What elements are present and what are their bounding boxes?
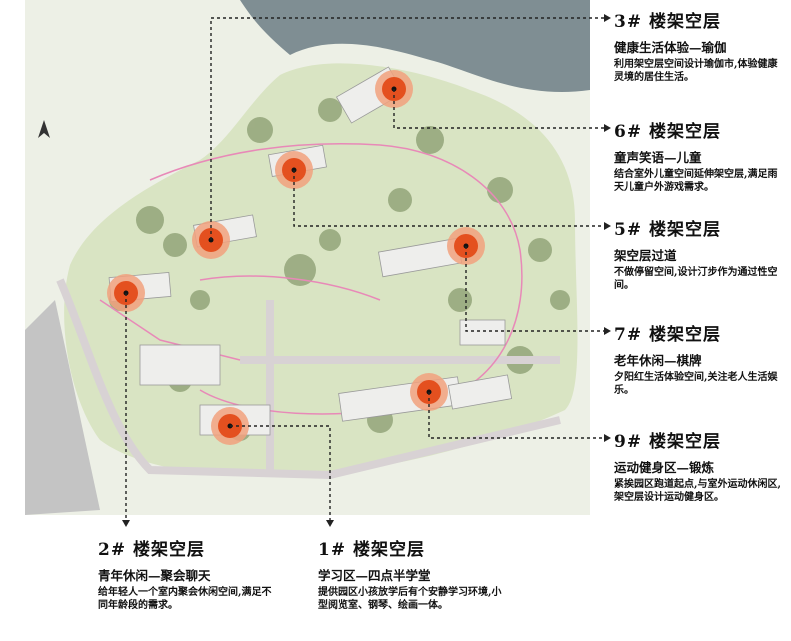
marker-3 bbox=[375, 70, 413, 108]
label-7: 7# 楼架空层 老年休闲—棋牌 夕阳红生活体验空间,关注老人生活娱乐。 bbox=[614, 320, 784, 397]
label-desc: 给年轻人一个室内聚会休闲空间,满足不同年龄段的需求。 bbox=[98, 587, 272, 611]
label-subtitle: 架空层过道 bbox=[614, 248, 677, 263]
label-title: 3# 楼架空层 bbox=[614, 12, 721, 32]
label-desc: 提供园区小孩放学后有个安静学习环境,小型阅览室、钢琴、绘画一体。 bbox=[318, 587, 502, 611]
label-5: 5# 楼架空层 架空层过道 不做停留空间,设计汀步作为通过性空间。 bbox=[614, 215, 784, 292]
label-desc: 结合室外儿童空间延伸架空层,满足雨天儿童户外游戏需求。 bbox=[614, 169, 778, 193]
label-subtitle: 老年休闲—棋牌 bbox=[614, 353, 702, 368]
label-2: 2# 楼架空层 青年休闲—聚会聊天 给年轻人一个室内聚会休闲空间,满足不同年龄段… bbox=[98, 535, 278, 612]
label-title: 2# 楼架空层 bbox=[98, 540, 205, 560]
marker-9 bbox=[410, 373, 448, 411]
marker-2 bbox=[107, 274, 145, 312]
marker-7 bbox=[447, 227, 485, 265]
marker-5 bbox=[192, 221, 230, 259]
label-6: 6# 楼架空层 童声笑语—儿童 结合室外儿童空间延伸架空层,满足雨天儿童户外游戏… bbox=[614, 117, 784, 194]
marker-1 bbox=[211, 407, 249, 445]
label-subtitle: 童声笑语—儿童 bbox=[614, 150, 702, 165]
highway bbox=[25, 300, 100, 515]
label-9: 9# 楼架空层 运动健身区—锻炼 紧挨园区跑道起点,与室外运动休闲区,架空层设计… bbox=[614, 427, 784, 504]
label-title: 7# 楼架空层 bbox=[614, 325, 721, 345]
label-title: 1# 楼架空层 bbox=[318, 540, 425, 560]
label-desc: 利用架空层空间设计瑜伽市,体验健康灵境的居住生活。 bbox=[614, 59, 778, 83]
label-title: 9# 楼架空层 bbox=[614, 432, 721, 452]
label-desc: 紧挨园区跑道起点,与室外运动休闲区,架空层设计运动健身区。 bbox=[614, 479, 781, 503]
label-desc: 夕阳红生活体验空间,关注老人生活娱乐。 bbox=[614, 372, 778, 396]
label-subtitle: 健康生活体验—瑜伽 bbox=[614, 40, 727, 55]
marker-6 bbox=[275, 151, 313, 189]
label-title: 5# 楼架空层 bbox=[614, 220, 721, 240]
label-subtitle: 青年休闲—聚会聊天 bbox=[98, 568, 211, 583]
label-subtitle: 运动健身区—锻炼 bbox=[614, 460, 715, 475]
label-desc: 不做停留空间,设计汀步作为通过性空间。 bbox=[614, 267, 778, 291]
label-1: 1# 楼架空层 学习区—四点半学堂 提供园区小孩放学后有个安静学习环境,小型阅览… bbox=[318, 535, 508, 612]
north-arrow-icon bbox=[38, 120, 50, 138]
label-3: 3# 楼架空层 健康生活体验—瑜伽 利用架空层空间设计瑜伽市,体验健康灵境的居住… bbox=[614, 7, 784, 84]
label-subtitle: 学习区—四点半学堂 bbox=[318, 568, 431, 583]
label-title: 6# 楼架空层 bbox=[614, 122, 721, 142]
